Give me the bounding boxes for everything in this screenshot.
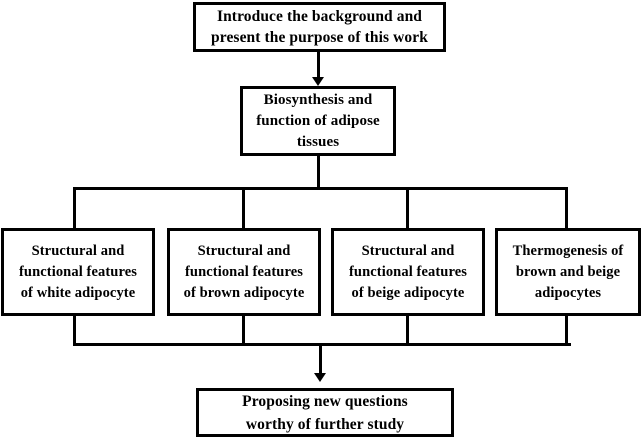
node-white-adipocyte-line1: Structural and bbox=[31, 242, 125, 259]
node-thermogenesis: Thermogenesis of brown and beige adipocy… bbox=[495, 228, 641, 316]
node-white-adipocyte-label: Structural and functional features of wh… bbox=[4, 241, 152, 304]
node-thermogenesis-line1: Thermogenesis of bbox=[512, 242, 624, 259]
node-beige-adipocyte-label: Structural and functional features of be… bbox=[334, 241, 482, 304]
node-beige-adipocyte-line1: Structural and bbox=[361, 242, 455, 259]
node-biosynthesis-function-line3: tissues bbox=[296, 133, 340, 150]
node-introduce-background-label: Introduce the background and present the… bbox=[196, 6, 443, 48]
node-brown-adipocyte-line2: functional features bbox=[184, 263, 304, 280]
node-white-adipocyte-line3: of white adipocyte bbox=[20, 284, 136, 301]
arrowhead-down-icon-collector-to-bottom bbox=[314, 373, 326, 382]
node-introduce-background-line2: present the purpose of this work bbox=[211, 29, 428, 46]
node-beige-adipocyte-line3: of beige adipocyte bbox=[351, 284, 465, 301]
connector-drop-to-beige bbox=[406, 187, 409, 228]
node-biosynthesis-function-label: Biosynthesis and function of adipose tis… bbox=[243, 90, 393, 153]
node-thermogenesis-line3: adipocytes bbox=[534, 284, 602, 301]
node-introduce-background-line1: Introduce the background and bbox=[216, 8, 423, 25]
node-proposing-new-questions-line1: Proposing new questions bbox=[242, 392, 408, 410]
connector-top-to-second-stem bbox=[317, 52, 320, 78]
node-white-adipocyte-line2: functional features bbox=[18, 263, 138, 280]
node-brown-adipocyte-label: Structural and functional features of br… bbox=[170, 241, 318, 304]
node-thermogenesis-label: Thermogenesis of brown and beige adipocy… bbox=[498, 241, 638, 304]
node-beige-adipocyte: Structural and functional features of be… bbox=[331, 228, 485, 316]
node-introduce-background: Introduce the background and present the… bbox=[193, 2, 446, 52]
connector-collector-bar bbox=[73, 343, 571, 346]
node-beige-adipocyte-line2: functional features bbox=[348, 263, 468, 280]
node-brown-adipocyte-line3: of brown adipocyte bbox=[183, 284, 305, 301]
node-proposing-new-questions-label: Proposing new questions worthy of furthe… bbox=[199, 390, 451, 436]
node-white-adipocyte: Structural and functional features of wh… bbox=[1, 228, 155, 316]
connector-collector-to-bottom-stem bbox=[319, 346, 322, 374]
arrowhead-down-icon-top-to-second bbox=[312, 77, 324, 86]
node-proposing-new-questions: Proposing new questions worthy of furthe… bbox=[196, 388, 454, 437]
node-proposing-new-questions-line2: worthy of further study bbox=[245, 415, 405, 433]
connector-drop-to-thermogenesis bbox=[565, 187, 568, 228]
connector-distribution-bar bbox=[73, 187, 568, 190]
node-brown-adipocyte-line1: Structural and bbox=[197, 242, 291, 259]
connector-beige-to-collector bbox=[406, 316, 409, 346]
connector-white-to-collector bbox=[73, 316, 76, 346]
connector-thermogenesis-to-collector bbox=[565, 316, 568, 346]
connector-drop-to-white bbox=[73, 187, 76, 228]
connector-drop-to-brown bbox=[242, 187, 245, 228]
connector-second-to-bar-stem bbox=[317, 156, 320, 187]
node-brown-adipocyte: Structural and functional features of br… bbox=[167, 228, 321, 316]
connector-brown-to-collector bbox=[242, 316, 245, 346]
node-biosynthesis-function-line1: Biosynthesis and bbox=[263, 91, 373, 108]
node-thermogenesis-line2: brown and beige bbox=[515, 263, 621, 280]
node-biosynthesis-function-line2: function of adipose bbox=[256, 112, 380, 129]
node-biosynthesis-function: Biosynthesis and function of adipose tis… bbox=[240, 86, 396, 156]
